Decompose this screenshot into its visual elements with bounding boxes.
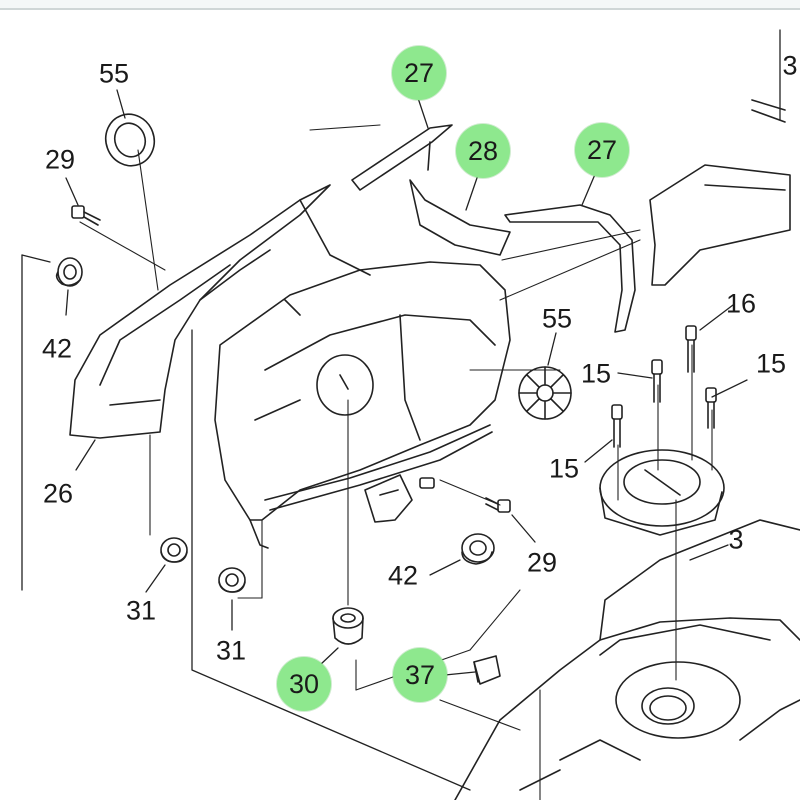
callout-15-bolt-c: 15 bbox=[548, 453, 580, 484]
part-30-damper bbox=[332, 607, 364, 645]
main-cowl-panel bbox=[214, 199, 511, 549]
window-top-edge bbox=[0, 0, 800, 10]
callout-3-upper: 3 bbox=[782, 50, 798, 81]
part-42-grommet-right bbox=[461, 533, 495, 565]
part-26-side-panel bbox=[69, 184, 331, 439]
bolts-15-16 bbox=[611, 325, 717, 448]
fuel-cap-ring bbox=[599, 449, 725, 536]
callout-55-spoked: 55 bbox=[541, 303, 573, 334]
assembly-frame-lines bbox=[21, 29, 781, 791]
part-27-trim-strip-right bbox=[504, 204, 636, 333]
callout-15-bolt-a: 15 bbox=[580, 358, 612, 389]
callout-3-tank: 3 bbox=[728, 524, 744, 555]
leader-lines bbox=[65, 89, 748, 676]
part-29-bolt-right bbox=[485, 497, 511, 513]
callout-29-bolt: 29 bbox=[44, 144, 76, 175]
callout-31-grommet-b: 31 bbox=[215, 635, 247, 666]
part-3-fuel-tank bbox=[454, 519, 800, 800]
callout-31-grommet-a: 31 bbox=[125, 595, 157, 626]
callout-42-right: 42 bbox=[387, 560, 419, 591]
callout-55-ring: 55 bbox=[98, 58, 130, 89]
callout-28-center-trim: 28 bbox=[456, 124, 510, 178]
part-31-grommets bbox=[160, 537, 246, 593]
callout-29-bolt-right: 29 bbox=[526, 547, 558, 578]
callout-15-bolt-b: 15 bbox=[755, 348, 787, 379]
callout-16-bolt: 16 bbox=[725, 288, 757, 319]
part-55-spoked-ring bbox=[518, 366, 572, 420]
part-37-clip bbox=[473, 655, 501, 685]
part-42-grommet-left bbox=[55, 257, 83, 287]
part-29-bolt bbox=[71, 205, 101, 226]
callout-30-damper: 30 bbox=[277, 657, 331, 711]
part-27-trim-strip-left bbox=[351, 124, 453, 191]
callout-37-clip: 37 bbox=[393, 648, 447, 702]
callout-27-trim-right: 27 bbox=[575, 123, 629, 177]
callout-27-trim-left: 27 bbox=[392, 46, 446, 100]
part-3-upper-cover bbox=[649, 99, 791, 286]
part-28-center-trim bbox=[409, 179, 511, 256]
part-55-ring bbox=[104, 113, 156, 167]
callout-26-panel: 26 bbox=[42, 478, 74, 509]
lower-bracket bbox=[364, 474, 435, 523]
callout-42-left: 42 bbox=[41, 333, 73, 364]
